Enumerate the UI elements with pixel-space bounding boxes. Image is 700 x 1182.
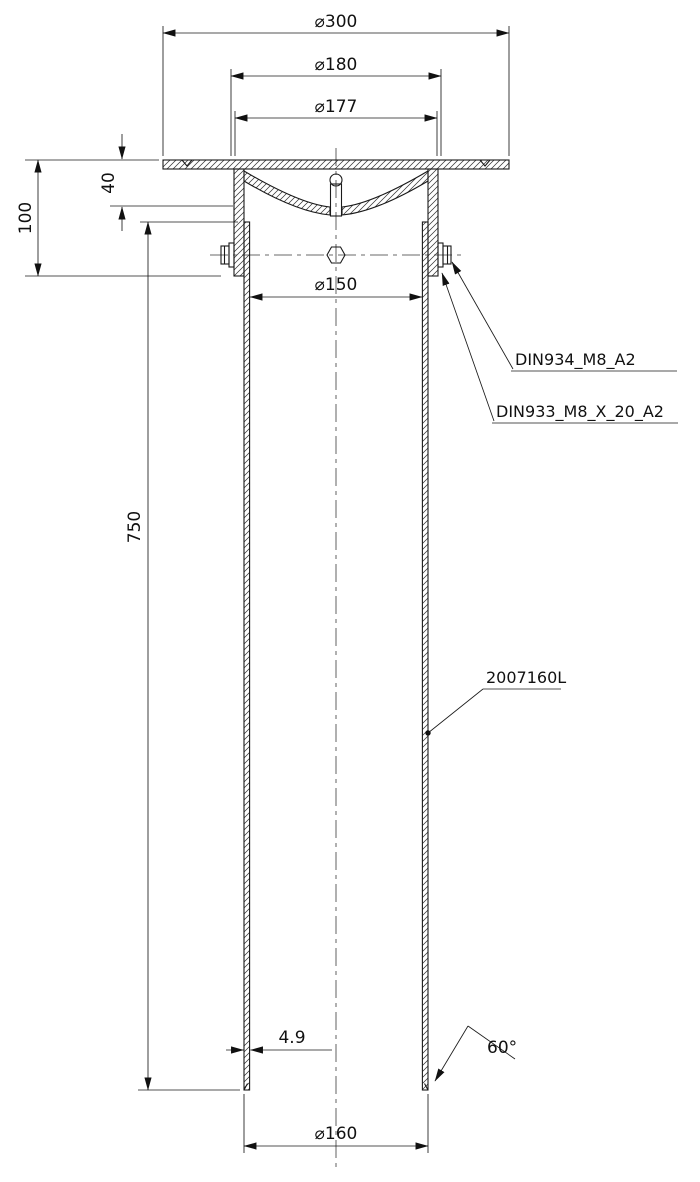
dim-40: 40 [99,134,233,231]
center-hex-nut [326,246,346,264]
callout-part-leader [427,688,484,734]
callout-bolt-label: DIN933_M8_X_20_A2 [496,402,664,422]
dim-750-value: 750 [125,511,145,543]
dim-d160-value: ⌀160 [315,1124,358,1144]
dim-wall-thickness: 4.9 [226,1028,332,1054]
chamfer-right [424,1083,429,1091]
flange-countersink-right [479,159,491,167]
angle-60-ref-line [467,1025,516,1060]
dim-40-value: 40 [99,172,119,194]
dim-d160: ⌀160 [243,1094,429,1153]
callout-nut-leader [451,261,514,370]
dim-750: 750 [125,221,240,1091]
callout-nut: DIN934_M8_A2 [451,261,677,372]
dim-100-value: 100 [16,202,36,234]
cap-skirt-left [233,168,245,277]
callout-nut-label: DIN934_M8_A2 [515,350,636,370]
cap-skirt-right [427,168,439,277]
dim-49-value: 4.9 [278,1028,305,1048]
dim-d177: ⌀177 [234,97,438,156]
center-knob [329,173,343,187]
dim-chamfer-angle: 60° [434,1025,517,1082]
tube-wall-right [421,221,429,1091]
part-geometry [162,159,510,1091]
callout-bolt: DIN933_M8_X_20_A2 [441,272,678,424]
dim-d150: ⌀150 [249,275,423,301]
flange-countersink-left [181,159,193,167]
dim-d150-value: ⌀150 [315,275,358,295]
dim-d300-value: ⌀300 [315,12,358,32]
dim-d300: ⌀300 [162,12,510,156]
dim-d180: ⌀180 [230,55,442,156]
dim-100: 100 [16,159,221,277]
angle-60-value: 60° [487,1038,517,1058]
callout-part-number: 2007160L [425,668,566,736]
angle-60-leader [434,1025,469,1082]
dim-d180-value: ⌀180 [315,55,358,75]
center-stem [329,183,343,217]
tube-wall-left [243,221,251,1091]
centerlines [210,148,462,1168]
dim-d177-value: ⌀177 [315,97,358,117]
callout-part-label: 2007160L [486,668,566,687]
callout-bolt-leader [441,272,495,422]
chamfer-left [243,1083,248,1091]
flange-plate-section [162,159,510,170]
